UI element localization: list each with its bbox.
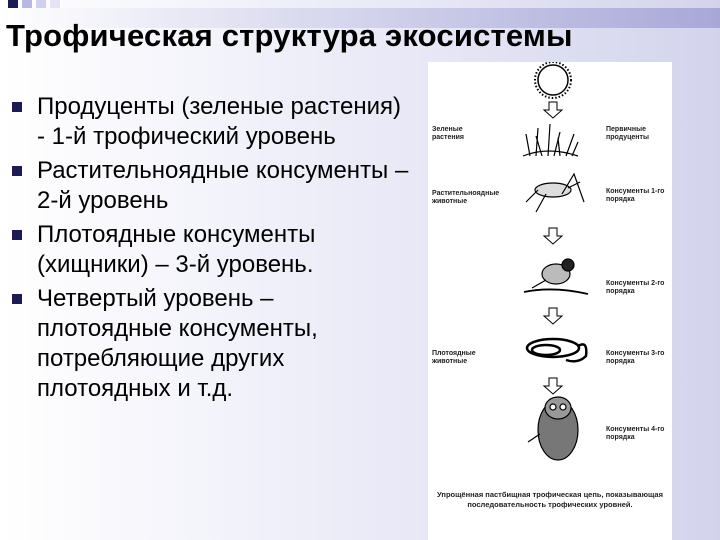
grass-icon (522, 123, 579, 157)
bullet-text: Растительноядные консументы – 2-й уровен… (37, 157, 409, 214)
trophic-chain-diagram: Зеленые растения Растительноядные животн… (428, 62, 672, 540)
bullet-square-icon (12, 102, 22, 112)
label-primary-producers: Первичные продуценты (606, 126, 649, 141)
bullet-item-carnivores: Плотоядные консументы (хищники) – 3-й ур… (10, 220, 410, 280)
bird-icon (523, 258, 589, 295)
bullet-square-icon (12, 166, 22, 176)
bullet-item-fourth-level: Четвертый уровень – плотоядные консумент… (10, 284, 410, 404)
label-herbivores: Растительноядные животные (432, 190, 500, 205)
diagram-caption: Упрощённая пастбищная трофическая цепь, … (437, 490, 663, 509)
trophic-chain-illustration (522, 62, 589, 461)
arrow-down-icon (542, 101, 564, 395)
label-consumers-1: Консументы 1-го порядка (606, 188, 665, 203)
bullet-item-herbivores: Растительноядные консументы – 2-й уровен… (10, 156, 410, 216)
bullet-text: Плотоядные консументы (хищники) – 3-й ур… (37, 221, 316, 278)
bullet-text: Четвертый уровень – плотоядные консумент… (37, 285, 318, 402)
label-consumers-4: Консументы 4-го порядка (606, 426, 665, 441)
grasshopper-icon (525, 172, 585, 213)
owl-icon (527, 396, 579, 461)
bullet-item-producers: Продуценты (зеленые растения) - 1-й троф… (10, 92, 410, 152)
slide-title: Трофическая структура экосистемы (6, 18, 573, 53)
bullet-text: Продуценты (зеленые растения) - 1-й троф… (37, 93, 401, 150)
snake-icon (525, 337, 588, 363)
label-green-plants: Зеленые растения (432, 126, 464, 141)
bullet-square-icon (12, 294, 22, 304)
title-bar (0, 8, 720, 28)
label-consumers-2: Консументы 2-го порядка (606, 280, 665, 295)
label-carnivores: Плотоядные животные (432, 350, 476, 365)
bullet-square-icon (12, 230, 22, 240)
bullet-list: Продуценты (зеленые растения) - 1-й троф… (10, 92, 410, 408)
label-consumers-3: Консументы 3-го порядка (606, 350, 665, 365)
sun-icon (534, 62, 572, 99)
